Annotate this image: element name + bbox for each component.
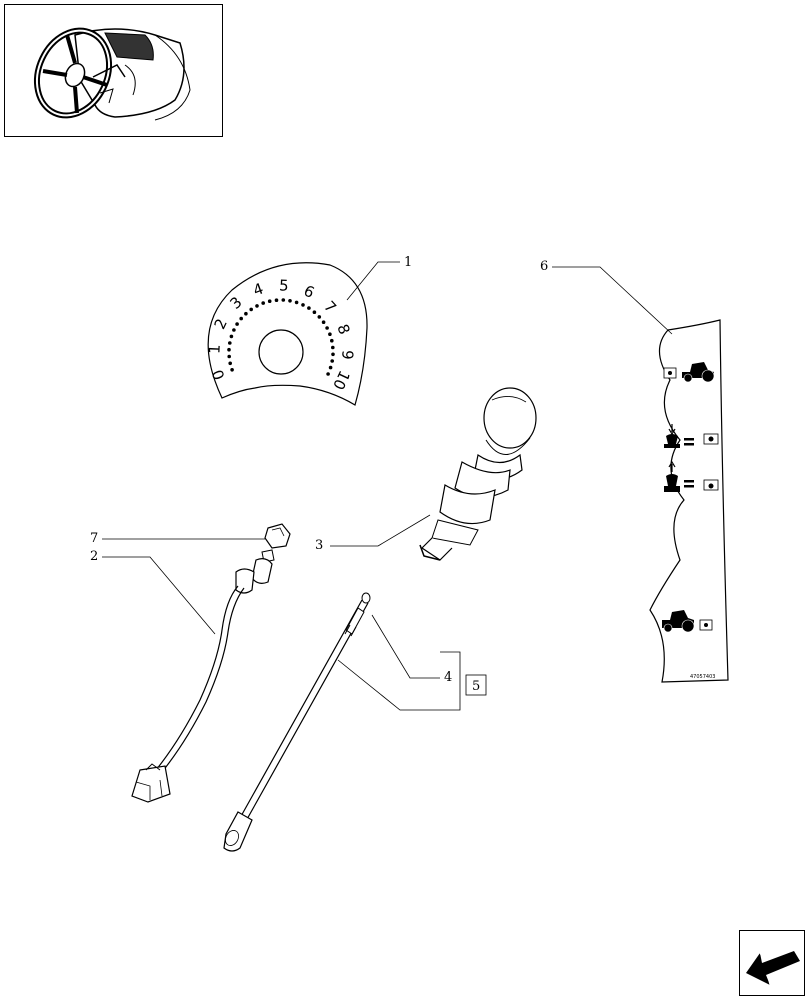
dial-dot (307, 306, 311, 310)
decal-plate: 47057403 (649, 319, 729, 683)
tractor-icon (663, 362, 715, 383)
dial-dot (331, 352, 335, 357)
dial-dot (227, 354, 231, 359)
dial-dot (230, 368, 234, 372)
steering-wheel-dashboard-icon (34, 27, 191, 121)
dial-dot (228, 341, 232, 345)
dial-number: 9 (338, 350, 356, 360)
dial-dot (227, 347, 231, 352)
back-nav-button[interactable] (739, 930, 805, 996)
dial-dot (312, 310, 317, 315)
callout-5: 5 (472, 679, 480, 694)
dial-dot (281, 298, 286, 302)
callout-2: 2 (90, 549, 98, 564)
dial-dot (235, 322, 239, 326)
dial-dot (229, 334, 234, 339)
dial-dot (326, 372, 330, 376)
dial-dot (330, 338, 334, 343)
dial-dot (328, 365, 333, 370)
callout-1: 1 (404, 255, 412, 270)
location-thumbnail (4, 4, 223, 137)
dial-dot (331, 345, 335, 350)
dial-dot (232, 328, 236, 332)
switch-harness (131, 549, 275, 803)
dial-dot (274, 298, 279, 303)
dial-dot (294, 300, 299, 305)
dial-dot (330, 359, 335, 363)
dial-dot (321, 320, 326, 325)
lift-down-icon (664, 424, 719, 448)
decal-code: 47057403 (690, 674, 715, 680)
dial-dot (244, 311, 248, 316)
dial-dot (301, 303, 305, 307)
dial-dots (227, 298, 335, 376)
tractor-icon (662, 610, 713, 633)
back-arrow-icon (746, 949, 800, 986)
dial-dot (255, 304, 259, 308)
callout-4: 4 (444, 670, 452, 685)
dial-dot (267, 299, 272, 304)
dial-number: 1 (205, 344, 223, 354)
callout-7: 7 (90, 531, 98, 546)
callout-5-box (465, 674, 487, 696)
dial-dot (317, 315, 322, 319)
dial-dot (328, 332, 332, 337)
dial-dot (288, 299, 292, 303)
lever-knob (419, 387, 537, 561)
cable-rod (223, 592, 371, 852)
switch-cap (264, 523, 291, 549)
callout-6: 6 (540, 259, 548, 274)
dial-dot (261, 301, 266, 305)
dial-number: 5 (279, 276, 289, 294)
dial-dot (228, 361, 232, 366)
dial-dot (325, 326, 329, 330)
callout-3: 3 (315, 538, 323, 553)
dial-dot (239, 316, 243, 321)
dial-dot (249, 307, 253, 312)
lift-up-icon (664, 460, 719, 492)
